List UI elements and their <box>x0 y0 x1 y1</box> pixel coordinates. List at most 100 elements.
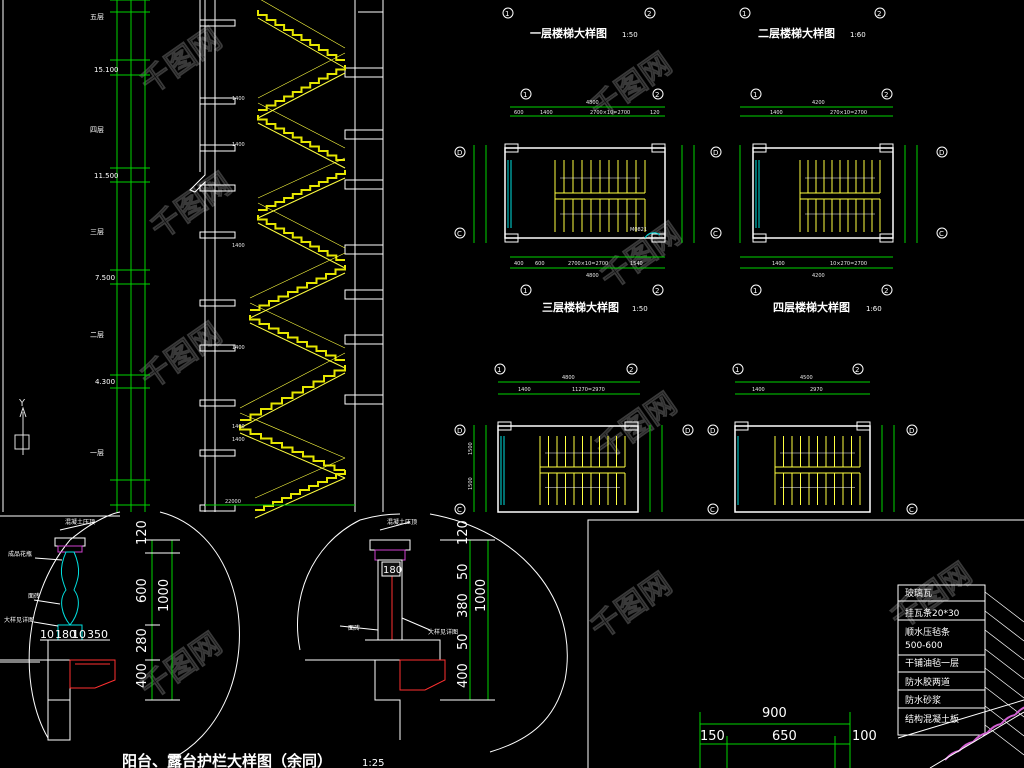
axis-bubble: 2 <box>629 366 633 374</box>
landing-dim: 1400 <box>232 96 245 102</box>
legend-item: 结构混凝土板 <box>905 713 959 725</box>
dim-text: 2700×10=2700 <box>590 110 630 116</box>
stair-flight <box>239 425 345 471</box>
stair-flight <box>258 65 346 111</box>
dim-text: 4200 <box>812 273 825 279</box>
axis-bubble: 1 <box>497 366 501 374</box>
dim-text: 11270=2970 <box>572 387 605 393</box>
dim-text: 10 <box>72 628 86 641</box>
stair-soffit <box>254 477 346 519</box>
level-label: 五层 <box>90 13 104 21</box>
floor-slab <box>199 144 236 152</box>
landing-slab <box>344 179 384 190</box>
plan-scale: 1:50 <box>622 31 638 39</box>
plan-title: 三层楼梯大样图 <box>542 300 619 314</box>
callout-label: 混凝土压顶 <box>387 518 417 526</box>
plan-3: 1 2 D C 1 2 4800 600 1400 2700×10=2700 1… <box>454 88 695 314</box>
floor-slab <box>199 19 236 27</box>
leader-line <box>984 667 1024 699</box>
callout-label: 面砖 <box>348 624 360 632</box>
stair-flight <box>258 170 346 211</box>
dim-text: 1400 <box>752 387 765 393</box>
dim-text: 900 <box>762 706 787 721</box>
row-bubble: C <box>457 506 462 514</box>
landing-dim: 1400 <box>232 243 245 249</box>
dim-text: 270×10=2700 <box>830 110 867 116</box>
row-bubble: C <box>939 230 944 238</box>
axis-bubble: 2 <box>655 287 659 295</box>
level-label: 四层 <box>90 126 104 134</box>
axis-bubble: 2 <box>855 366 859 374</box>
row-bubble: D <box>685 427 690 435</box>
floor-slab <box>199 344 236 352</box>
stair-soffit <box>257 17 346 69</box>
handrail <box>239 412 346 459</box>
railing-detail-left: 混凝土压顶 成品花瓶 面砖 大样见详图 10 180 10 350 120 60… <box>0 511 240 761</box>
landing-slab <box>344 289 384 300</box>
axis-bubble: 1 <box>523 91 527 99</box>
callout-label: 成品花瓶 <box>8 550 32 558</box>
landing-slab <box>344 129 384 140</box>
axis-bubble: 2 <box>884 287 888 295</box>
floor-slab <box>199 299 236 307</box>
axis-bubble: 1 <box>523 287 527 295</box>
dim-text: 120 <box>650 110 660 116</box>
axis-bubble: 2 <box>647 10 651 18</box>
dim-text: 600 <box>135 578 150 603</box>
dim-text: 4500 <box>800 375 813 381</box>
landing-dim: 1400 <box>232 424 245 430</box>
dim-text: 120 <box>135 520 150 545</box>
landing-slab <box>344 244 384 255</box>
dim-text: 4200 <box>812 100 825 106</box>
stair-soffit <box>249 322 346 369</box>
handrail <box>249 252 346 299</box>
row-bubble: D <box>713 149 718 157</box>
railing-scale: 1:25 <box>362 758 384 768</box>
dim-text: 120 <box>456 520 471 545</box>
stair-flight <box>257 215 345 261</box>
roof-slab-line <box>929 711 1024 768</box>
stair-flight <box>257 115 345 161</box>
dim-text: 1540 <box>630 261 643 267</box>
dim-text: 380 <box>456 593 471 618</box>
legend-item: 防水砂浆 <box>905 694 941 706</box>
legend-item: 500-600 <box>905 641 943 651</box>
axis-bubble: 2 <box>877 10 881 18</box>
stair-flight <box>249 315 345 361</box>
handrail <box>260 0 346 49</box>
dim-text: 2700×10=2700 <box>568 261 608 267</box>
dim-text: 400 <box>514 261 524 267</box>
axis-bubble: 1 <box>753 287 757 295</box>
dim-text: 400 <box>456 663 471 688</box>
stair-soffit <box>257 72 346 119</box>
dim-text: 50 <box>456 563 471 580</box>
stair-flight <box>255 470 346 511</box>
row-bubble: C <box>457 230 462 238</box>
legend-item: 挂瓦条20*30 <box>905 607 960 619</box>
leader-line <box>984 629 1024 661</box>
dim-text: 600 <box>535 261 545 267</box>
callout-label: 大样见详图 <box>4 616 34 624</box>
watermark: 千图网 <box>135 316 229 396</box>
dim-text: 4800 <box>586 100 599 106</box>
plan-title: 一层楼梯大样图 <box>530 26 607 40</box>
axis-bubble: 1 <box>742 10 746 18</box>
leader-line <box>984 591 1024 623</box>
floor-slab <box>199 184 236 192</box>
level-elevation: 7.500 <box>95 274 115 282</box>
stair-soffit <box>249 272 346 319</box>
dim-text: 350 <box>87 628 108 641</box>
level-elevation: 4.300 <box>95 378 115 386</box>
dim-text: 180 <box>383 565 402 576</box>
dim-text: 50 <box>456 633 471 650</box>
stair-soffit <box>257 222 346 269</box>
dim-text: 2970 <box>810 387 823 393</box>
plan-1: 1 2 一层楼梯大样图 1:50 <box>502 7 656 40</box>
callout-label: 面砖 <box>28 592 40 600</box>
stair-soffit <box>257 122 346 169</box>
axis-y-label: Y <box>18 398 26 409</box>
leader-line <box>984 610 1024 642</box>
leader-line <box>984 724 1024 756</box>
stair-soffit <box>239 432 346 479</box>
row-bubble: C <box>713 230 718 238</box>
